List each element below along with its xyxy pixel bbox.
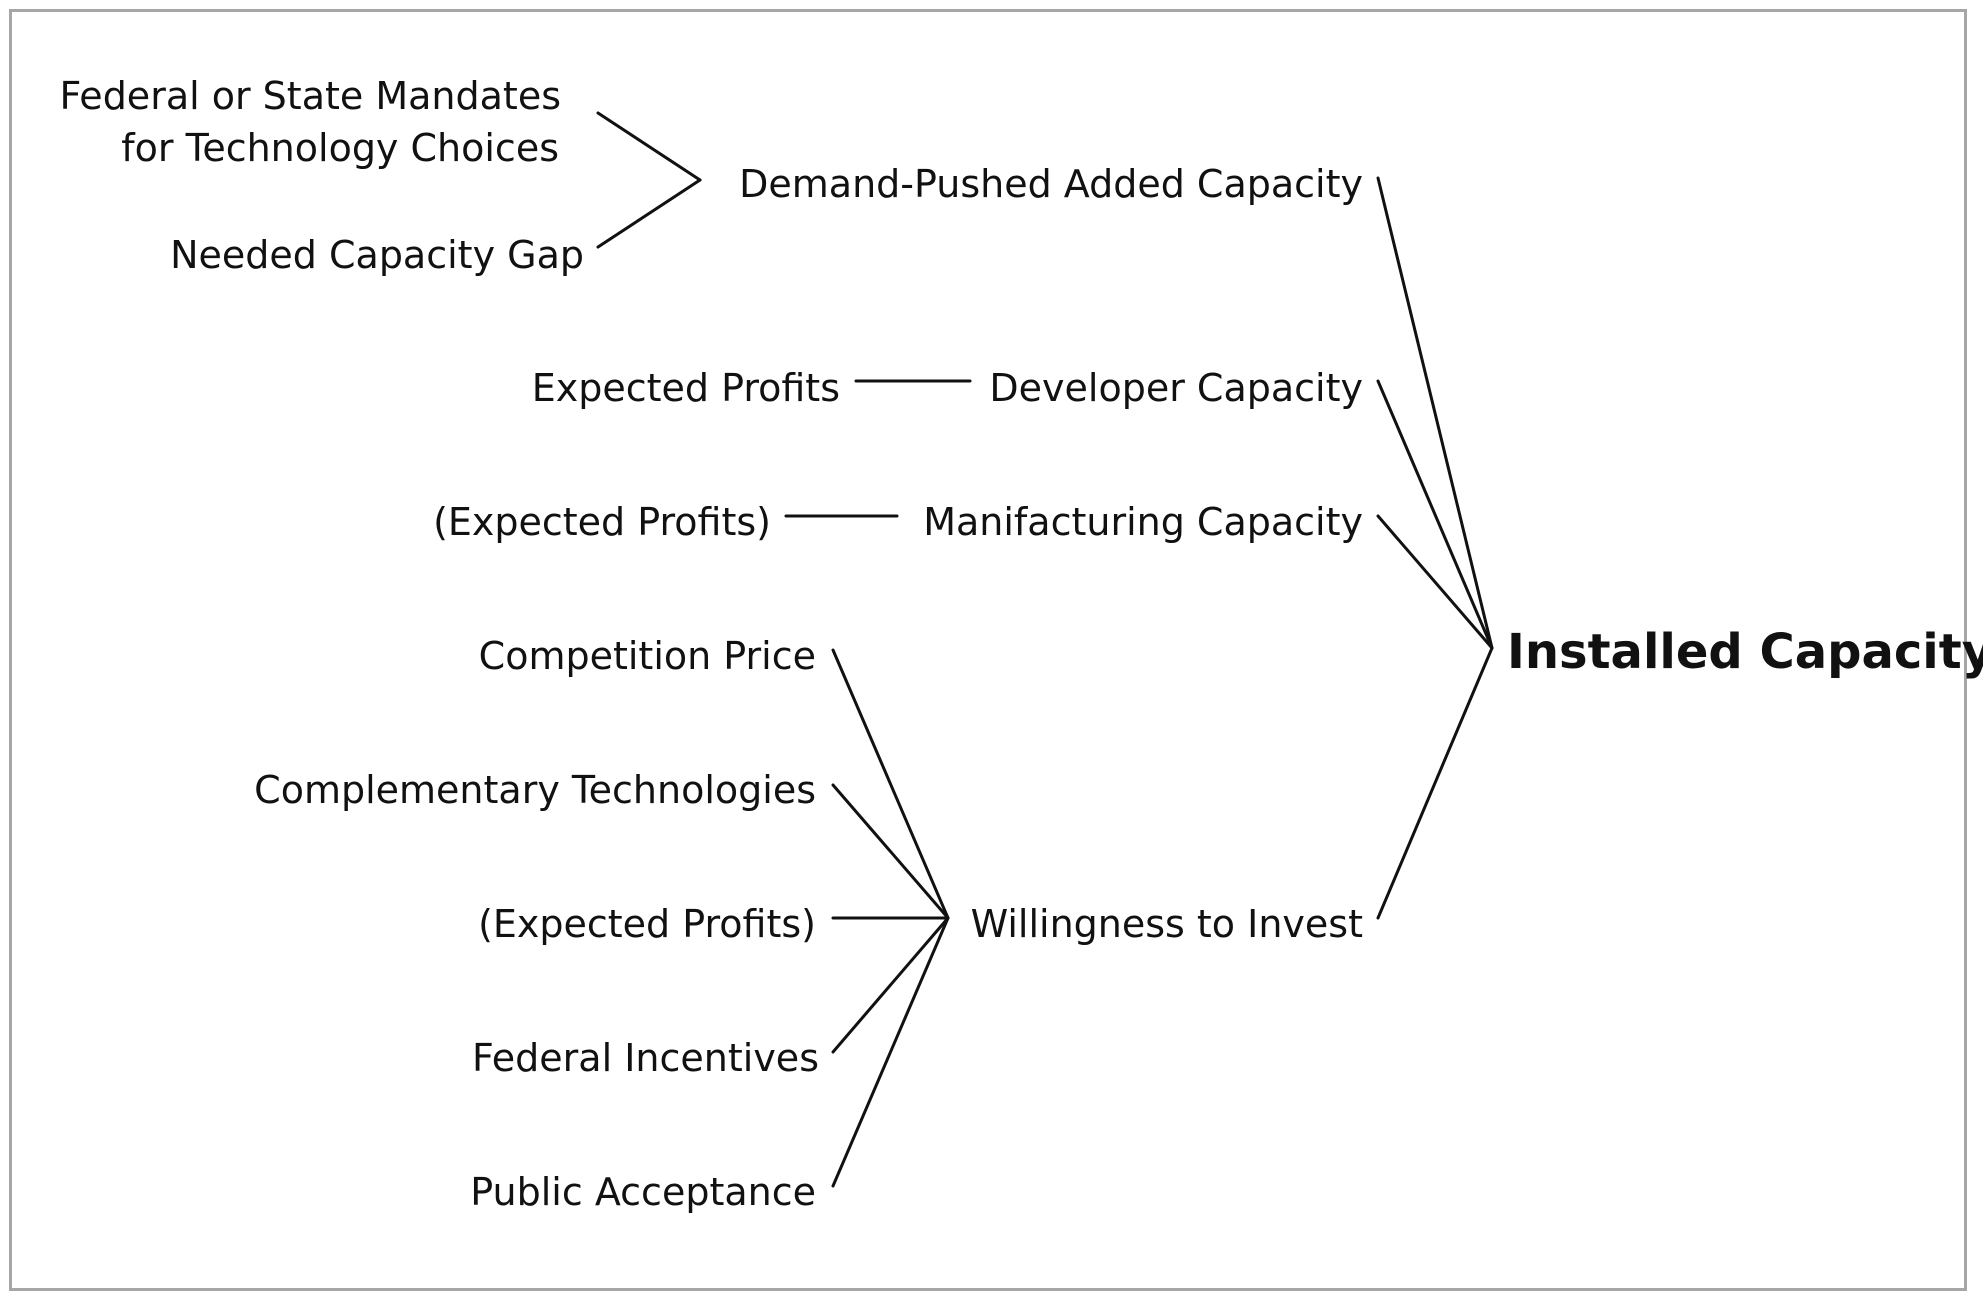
connector-gap-to-demand xyxy=(596,178,702,249)
node-federal-state-mandates: Federal or State Mandates for Technology… xyxy=(60,70,561,174)
node-installed-capacity: Installed Capacity xyxy=(1507,624,1983,680)
node-expected-profits: Expected Profits xyxy=(531,366,840,410)
node-expected-profits-paren-manufacturing: (Expected Profits) xyxy=(433,500,771,544)
node-complementary-technologies: Complementary Technologies xyxy=(254,768,816,812)
node-willingness-to-invest: Willingness to Invest xyxy=(970,902,1363,946)
node-needed-capacity-gap: Needed Capacity Gap xyxy=(170,233,584,277)
diagram-frame xyxy=(9,9,1967,1291)
node-federal-state-mandates-line2: for Technology Choices xyxy=(121,126,559,170)
node-public-acceptance: Public Acceptance xyxy=(470,1170,816,1214)
node-developer-capacity: Developer Capacity xyxy=(989,366,1363,410)
connector-willingness-to-root xyxy=(1376,646,1494,920)
node-expected-profits-paren-willingness: (Expected Profits) xyxy=(478,902,816,946)
connector-manufacturing-to-root xyxy=(1376,514,1494,650)
connector-demand-to-root xyxy=(1376,176,1494,650)
node-demand-pushed-added-capacity: Demand-Pushed Added Capacity xyxy=(739,162,1363,206)
connector-acceptance-to-willingness xyxy=(831,916,950,1188)
connector-incentives-to-willingness xyxy=(831,916,950,1054)
node-federal-incentives: Federal Incentives xyxy=(472,1036,819,1080)
connector-competition-to-willingness xyxy=(831,648,950,920)
node-competition-price: Competition Price xyxy=(478,634,816,678)
connector-mandates-to-demand xyxy=(596,111,702,182)
connector-developer-to-root xyxy=(1376,379,1494,650)
connector-complementary-to-willingness xyxy=(831,783,950,920)
node-federal-state-mandates-line1: Federal or State Mandates xyxy=(59,74,561,118)
node-manufacturing-capacity: Manifacturing Capacity xyxy=(923,500,1363,544)
